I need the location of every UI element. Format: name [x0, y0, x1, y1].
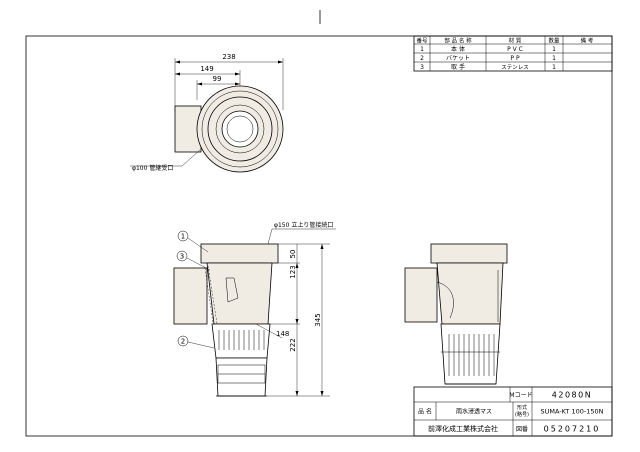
- dim-height-lower: 222: [289, 338, 297, 351]
- drawing-no-value: 05207210: [544, 425, 601, 434]
- plan-view: 238 149 99 φ100 管継受口: [130, 53, 284, 173]
- table-header-note: 備 考: [581, 37, 594, 45]
- callout-circle-2: [177, 335, 189, 347]
- model-value: SUMA-KT 100-150N: [541, 408, 604, 416]
- callout-circle-1: [177, 230, 189, 242]
- table-row-1-material: P V C: [507, 46, 523, 53]
- table-row-3-no: 3: [420, 64, 424, 71]
- table-row-1-name: 本 体: [451, 45, 465, 53]
- table-header-material: 材 質: [509, 37, 522, 45]
- title-block: Mコード 42080N 品 名 雨水浸透マス 形式 (略号) SUMA-KT 1…: [413, 386, 613, 437]
- model-label-1: 形式: [517, 404, 527, 411]
- drawing-no-label: 図番: [516, 426, 528, 433]
- table-header-name: 部 品 名 称: [444, 37, 472, 45]
- table-row-3-qty: 1: [552, 64, 556, 71]
- parts-table: 番号 部 品 名 称 材 質 数量 備 考 1 本 体 P V C 1 2 バケ…: [413, 35, 613, 72]
- callout-circle-3: [176, 250, 188, 262]
- inlet-note: φ150 立上り管接続口: [274, 221, 333, 229]
- model-label-2: (略号): [515, 411, 529, 418]
- dim-bucket: 148: [276, 330, 289, 338]
- table-row-3-name: 取 手: [451, 63, 465, 71]
- company-name: 前澤化成工業株式会社: [428, 424, 498, 433]
- dim-height-total: 345: [314, 313, 322, 326]
- code-value: 42080N: [552, 391, 592, 400]
- outlet-note: φ100 管継受口: [132, 164, 173, 172]
- table-row-2-material: P P: [510, 55, 520, 62]
- dim-height-mid: 123: [289, 265, 297, 278]
- table-row-2-name: バケット: [446, 55, 470, 62]
- table-row-1-qty: 1: [552, 46, 556, 53]
- callout-2: 2: [181, 338, 185, 346]
- dim-height-upper: 50: [289, 250, 297, 259]
- name-value: 雨水浸透マス: [456, 408, 492, 416]
- drawing-frame: [25, 35, 613, 437]
- dim-top-total: 238: [222, 53, 235, 61]
- side-view: [404, 243, 508, 385]
- callout-3: 3: [180, 253, 184, 261]
- side-slots: [448, 334, 495, 376]
- table-header-no: 番号: [416, 38, 428, 45]
- code-label: Mコード: [509, 392, 532, 399]
- table-row-3-material: ステンレス: [501, 64, 529, 71]
- name-label: 品 名: [418, 408, 432, 416]
- callout-1: 1: [181, 233, 185, 241]
- table-header-qty: 数量: [548, 37, 560, 45]
- bucket-slots: [218, 330, 265, 350]
- dim-top-mid: 149: [200, 65, 213, 73]
- table-row-2-no: 2: [420, 55, 424, 62]
- section-view: 50 123 222 345 148 φ150 立上り管接続口 1 3 2: [173, 221, 336, 397]
- table-row-2-qty: 1: [552, 55, 556, 62]
- table-row-1-no: 1: [420, 46, 424, 53]
- dim-top-inner: 99: [213, 75, 222, 83]
